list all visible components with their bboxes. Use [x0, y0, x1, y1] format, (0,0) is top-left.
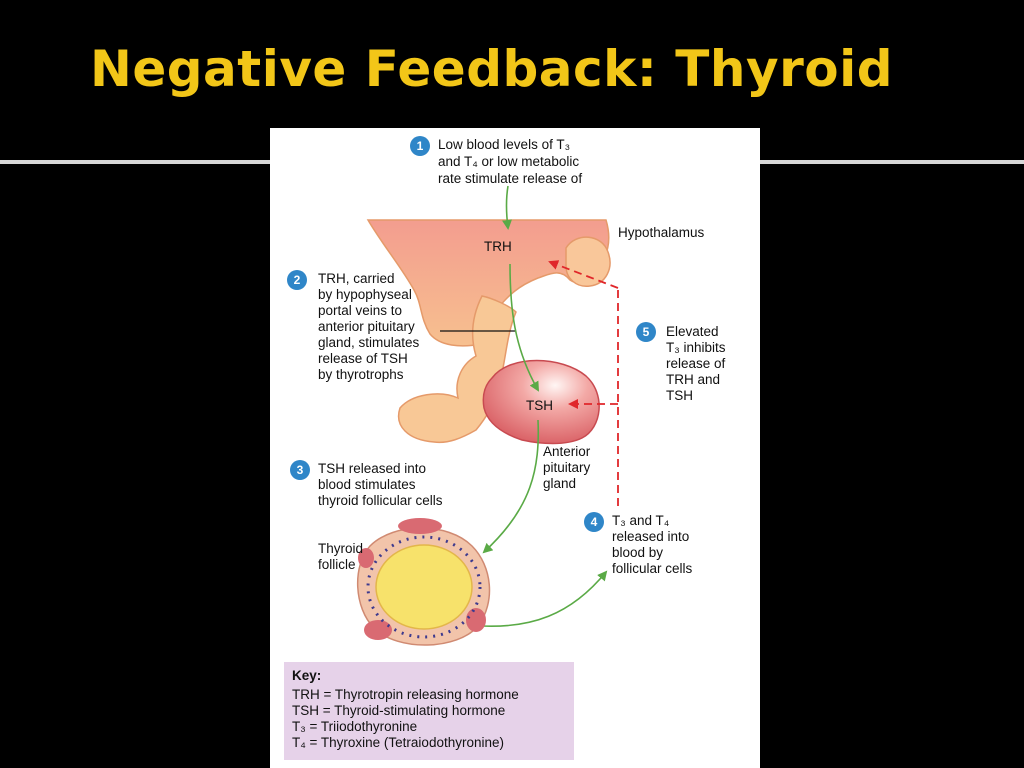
hypothalamus-label: Hypothalamus — [618, 225, 705, 240]
trh-label: TRH — [484, 239, 512, 254]
step4-badge: 4 — [584, 512, 604, 532]
hypothalamus-lobe — [565, 236, 611, 287]
key-entry-t3: T₃ = Triiodothyronine — [292, 719, 418, 734]
step5-badge: 5 — [636, 322, 656, 342]
slide-title: Negative Feedback: Thyroid — [90, 40, 894, 98]
key-entry-tsh: TSH = Thyroid-stimulating hormone — [292, 703, 506, 718]
step1-badge: 1 — [410, 136, 430, 156]
step2-badge: 2 — [287, 270, 307, 290]
step3-badge: 3 — [290, 460, 310, 480]
key-entry-trh: TRH = Thyrotropin releasing hormone — [292, 687, 519, 702]
key-heading: Key: — [292, 668, 322, 683]
arrow-follicle-to-blood — [481, 570, 608, 628]
arrow-trh-to-tsh — [509, 263, 539, 392]
key-entry-t4: T₄ = Thyroxine (Tetraiodothyronine) — [292, 735, 504, 750]
thyroid-feedback-diagram: 1 Low blood levels of T₃ and T₄ or low m… — [270, 128, 760, 768]
diagram-artwork — [357, 185, 619, 646]
arrow-tsh-to-follicle — [482, 419, 540, 554]
anterior-pituitary-shape — [482, 359, 600, 445]
arrow-step1-to-trh — [502, 185, 512, 230]
tsh-label: TSH — [526, 398, 553, 413]
key-box: Key: TRH = Thyrotropin releasing hormone… — [284, 662, 574, 760]
thyroid-follicle-shape — [357, 518, 491, 646]
